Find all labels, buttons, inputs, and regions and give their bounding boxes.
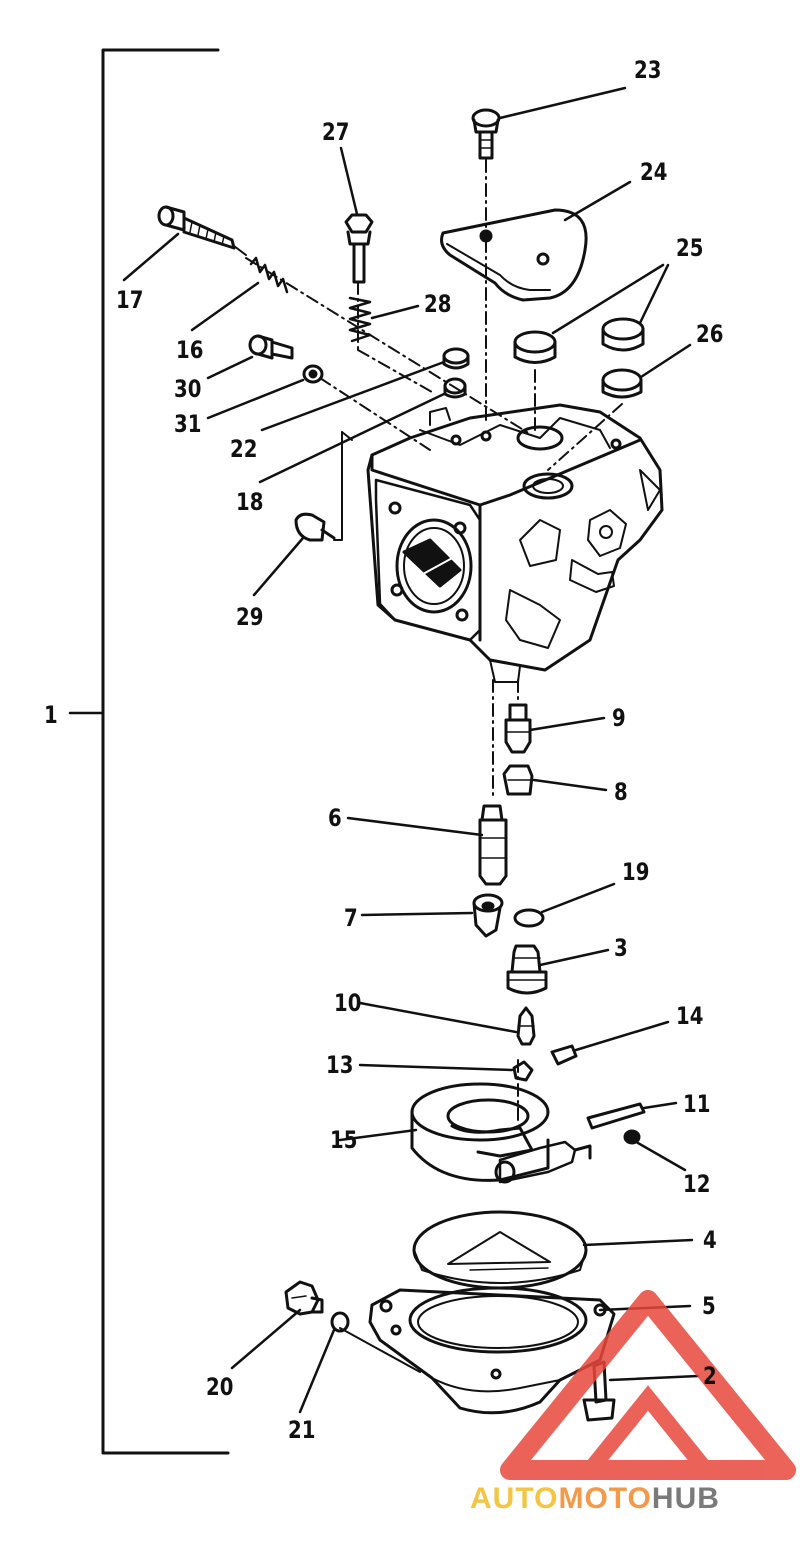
leader-29 bbox=[252, 536, 305, 597]
leader-28 bbox=[370, 304, 420, 320]
screw-12 bbox=[623, 1129, 641, 1145]
callout-21: 21 bbox=[288, 1416, 316, 1444]
callout-3: 3 bbox=[614, 934, 628, 962]
leader-16 bbox=[190, 281, 260, 332]
plug-29 bbox=[294, 512, 336, 542]
callout-13: 13 bbox=[326, 1051, 354, 1079]
callout-14: 14 bbox=[676, 1002, 704, 1030]
leader-26 bbox=[639, 343, 692, 379]
callout-31: 31 bbox=[174, 410, 202, 438]
clip-14 bbox=[550, 1044, 578, 1066]
callout-1: 1 bbox=[44, 701, 58, 729]
callout-11: 11 bbox=[683, 1090, 711, 1118]
callout-19: 19 bbox=[622, 858, 650, 886]
leader-6 bbox=[346, 816, 484, 837]
leader-30 bbox=[206, 355, 254, 380]
leader-23 bbox=[498, 86, 627, 120]
mixture-screw-17 bbox=[157, 205, 247, 256]
callout-24: 24 bbox=[640, 158, 668, 186]
leader-9 bbox=[528, 716, 606, 732]
callout-28: 28 bbox=[424, 290, 452, 318]
leader-15 bbox=[338, 1128, 418, 1142]
callout-16: 16 bbox=[176, 336, 204, 364]
jet-8 bbox=[502, 764, 534, 796]
leader-21 bbox=[298, 1328, 336, 1414]
leader-8 bbox=[532, 778, 608, 792]
needle-seat-3 bbox=[506, 944, 548, 995]
washer-31 bbox=[302, 364, 324, 384]
plug-25a bbox=[513, 330, 557, 364]
leader-24 bbox=[563, 180, 632, 222]
leader-11 bbox=[642, 1101, 678, 1110]
leader-7 bbox=[360, 911, 474, 917]
screw-30 bbox=[248, 334, 294, 360]
spring-28 bbox=[348, 296, 372, 343]
cover-plate-24 bbox=[440, 208, 588, 302]
callout-17: 17 bbox=[116, 286, 144, 314]
oring-21 bbox=[330, 1311, 350, 1333]
callout-23: 23 bbox=[634, 56, 662, 84]
callout-2: 2 bbox=[703, 1362, 717, 1390]
watermark-moto: MOTO bbox=[558, 1482, 652, 1515]
leader-31 bbox=[206, 378, 305, 420]
leader-2 bbox=[608, 1374, 700, 1382]
axis-lines bbox=[245, 159, 623, 1121]
callout-27: 27 bbox=[322, 118, 350, 146]
oring-19 bbox=[513, 908, 545, 928]
callout-29: 29 bbox=[236, 603, 264, 631]
gasket-4 bbox=[412, 1210, 588, 1290]
callout-25: 25 bbox=[676, 234, 704, 262]
jet-7 bbox=[472, 893, 504, 938]
callout-7: 7 bbox=[344, 904, 358, 932]
plug-26 bbox=[601, 368, 643, 399]
leader-20 bbox=[230, 1308, 302, 1370]
leader-27 bbox=[339, 146, 359, 216]
pin-11 bbox=[586, 1102, 646, 1130]
leader-19 bbox=[540, 882, 616, 914]
leader-14 bbox=[574, 1020, 670, 1052]
callout-12: 12 bbox=[683, 1170, 711, 1198]
callout-6: 6 bbox=[328, 804, 342, 832]
carburetor-body bbox=[366, 403, 664, 683]
screw-27 bbox=[344, 213, 374, 284]
watermark-hub: HUB bbox=[651, 1482, 720, 1515]
callout-8: 8 bbox=[614, 778, 628, 806]
plug-22 bbox=[442, 347, 470, 370]
callout-15: 15 bbox=[330, 1126, 358, 1154]
float-15 bbox=[410, 1082, 592, 1184]
callout-4: 4 bbox=[703, 1226, 717, 1254]
needle-10 bbox=[516, 1006, 536, 1046]
watermark-logo bbox=[500, 1290, 796, 1480]
assembly-bracket bbox=[101, 48, 230, 1455]
callout-30: 30 bbox=[174, 375, 202, 403]
plug-25b bbox=[601, 317, 645, 352]
callout-9: 9 bbox=[612, 704, 626, 732]
spring-16 bbox=[249, 256, 289, 294]
jet-9 bbox=[504, 703, 532, 754]
emulsion-tube-6 bbox=[478, 804, 508, 886]
callout-26: 26 bbox=[696, 320, 724, 348]
routing-line-29 bbox=[333, 431, 343, 541]
callout-20: 20 bbox=[206, 1373, 234, 1401]
leader-18 bbox=[258, 392, 446, 484]
callout-10: 10 bbox=[334, 989, 362, 1017]
leader-3 bbox=[538, 948, 610, 967]
callout-5: 5 bbox=[702, 1292, 716, 1320]
leader-4 bbox=[582, 1238, 694, 1247]
leader-10 bbox=[358, 1001, 518, 1034]
leader-17 bbox=[122, 232, 180, 282]
callout-22: 22 bbox=[230, 435, 258, 463]
leader-13 bbox=[358, 1063, 514, 1072]
callout-18: 18 bbox=[236, 488, 264, 516]
watermark-auto: AUTO bbox=[470, 1482, 559, 1515]
plug-20 bbox=[284, 1280, 324, 1316]
watermark-text: AUTOMOTOHUB bbox=[470, 1482, 720, 1516]
leader-22 bbox=[260, 360, 446, 432]
screw-23 bbox=[471, 108, 501, 160]
leader-12 bbox=[636, 1141, 687, 1172]
part-13 bbox=[512, 1060, 534, 1082]
